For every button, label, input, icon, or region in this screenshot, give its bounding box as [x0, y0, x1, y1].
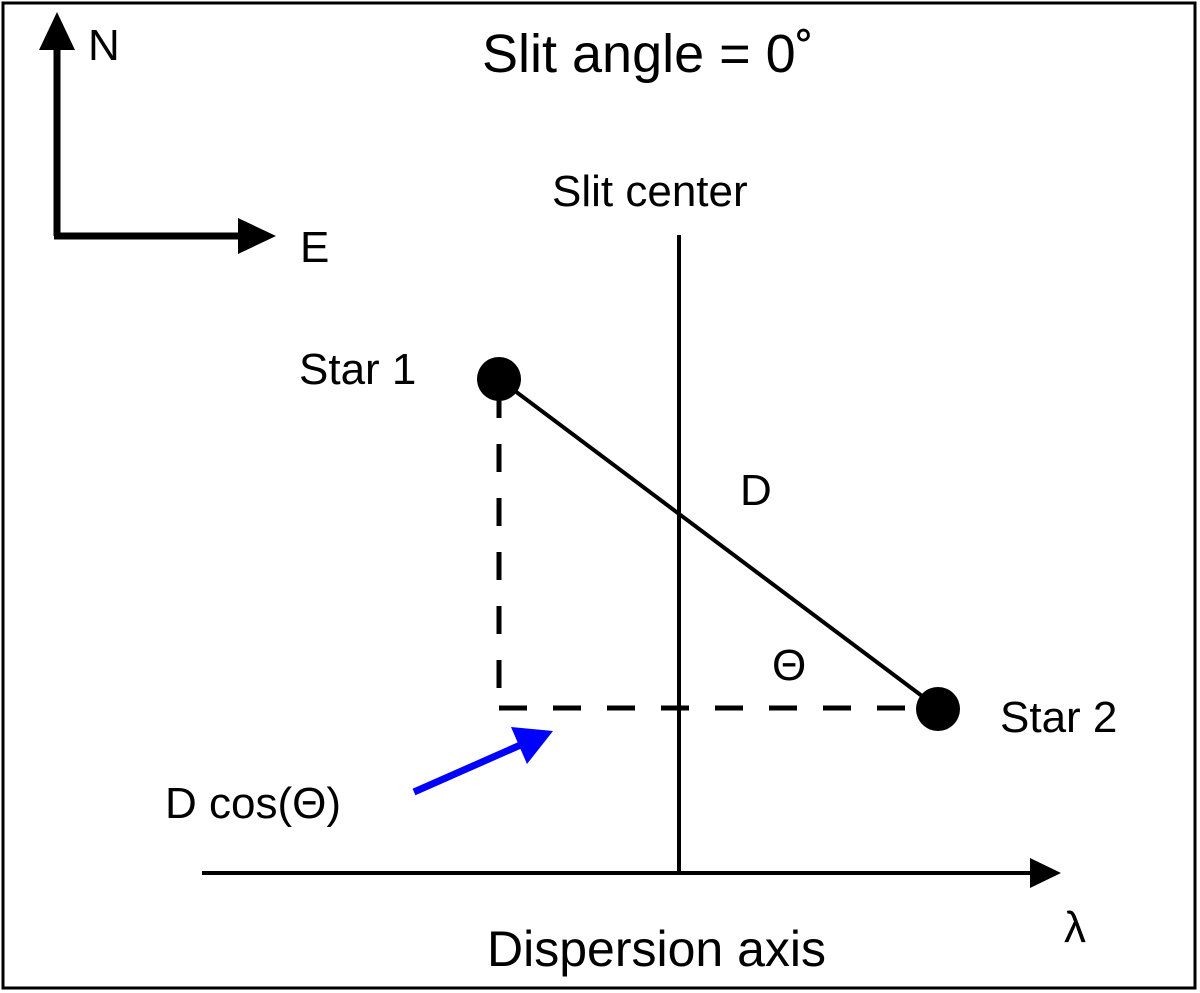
east-arrow-icon — [238, 218, 276, 254]
projection-label: D cos(Θ) — [165, 779, 341, 828]
north-arrow-icon — [39, 12, 75, 50]
angle-theta-label: Θ — [772, 641, 806, 690]
projection-arrow-shaft — [412, 739, 527, 796]
north-label: N — [88, 21, 120, 70]
projection-annotation: D cos(Θ) — [165, 727, 553, 828]
star-1-marker — [477, 357, 521, 401]
separation-line-d — [497, 377, 940, 710]
east-label: E — [300, 223, 329, 272]
diagram-title: Slit angle = 0˚ — [482, 24, 814, 84]
star-2-marker — [916, 687, 960, 731]
compass: N E — [39, 12, 329, 272]
star-2-label: Star 2 — [1000, 693, 1117, 742]
dispersion-axis-label: Dispersion axis — [487, 921, 826, 977]
projection-arrow-icon — [511, 727, 553, 764]
star-1-label: Star 1 — [299, 345, 416, 394]
dispersion-axis-arrow-icon — [1030, 858, 1061, 888]
slit-center-label: Slit center — [552, 167, 748, 216]
wavelength-symbol: λ — [1064, 903, 1086, 952]
separation-label: D — [740, 466, 772, 515]
